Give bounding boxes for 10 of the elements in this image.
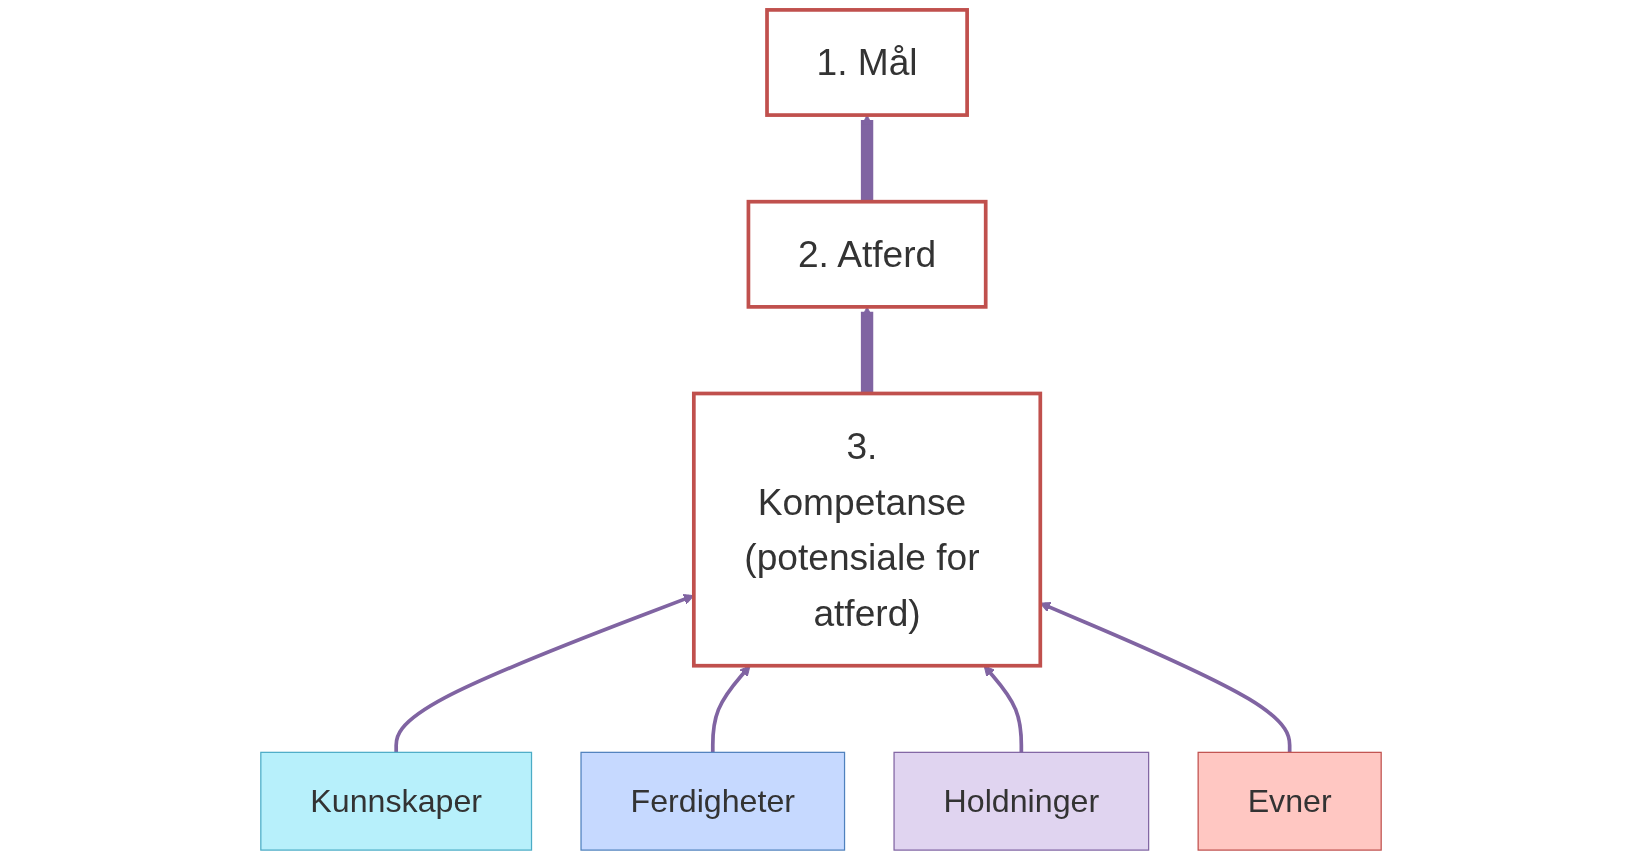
node-box: 2. Atferd	[746, 199, 988, 309]
arrow	[710, 665, 751, 753]
arrow	[860, 306, 874, 394]
arrow	[983, 665, 1024, 753]
node-box: 1. Mål	[765, 8, 969, 117]
node-box: Ferdigheter	[580, 751, 846, 851]
node-box: Evner	[1197, 751, 1382, 851]
node-box: Kunnskaper	[260, 751, 533, 851]
node-box: 3. Kompetanse (potensiale for atferd)	[691, 391, 1043, 668]
node-box: Holdninger	[893, 751, 1150, 851]
